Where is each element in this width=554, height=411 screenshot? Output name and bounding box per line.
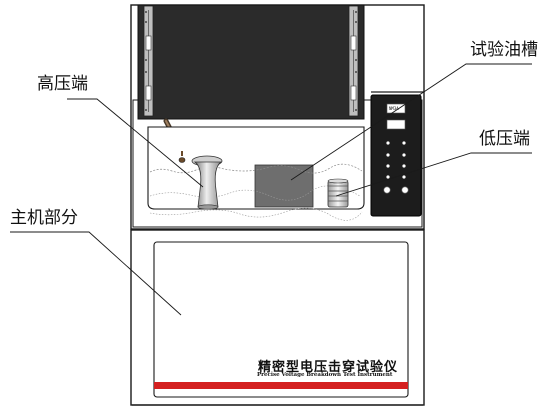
control-panel [370,94,422,217]
low-voltage-electrode [327,178,349,208]
label-high-voltage-terminal: 高压端 [37,74,88,94]
knob-left [383,186,391,194]
knob-right [401,186,409,194]
oil-surface [149,163,363,174]
display-top [386,103,406,114]
main-unit [130,229,425,406]
lid [137,4,365,120]
leader-low-voltage [335,152,532,197]
indicator-lights [386,141,406,179]
display-bottom [386,119,406,130]
leader-oil-tank [290,63,532,181]
display-top-label: NM3A [389,106,399,111]
brand-name-en: Precise Voltage Breakdown Test Instrumen… [257,372,393,378]
leader-lines [10,63,532,316]
label-low-voltage-terminal: 低压端 [479,129,530,149]
leader-high-voltage [67,98,204,188]
label-test-oil-tank: 试验油槽 [470,40,538,60]
brand-name-cn: 精密型电压击穿试验仪 [258,360,399,375]
leader-main-unit [10,231,182,316]
label-main-unit: 主机部分 [10,208,78,228]
accent-stripe [154,382,408,389]
front-panel [153,241,409,398]
high-voltage-electrode [178,151,223,210]
